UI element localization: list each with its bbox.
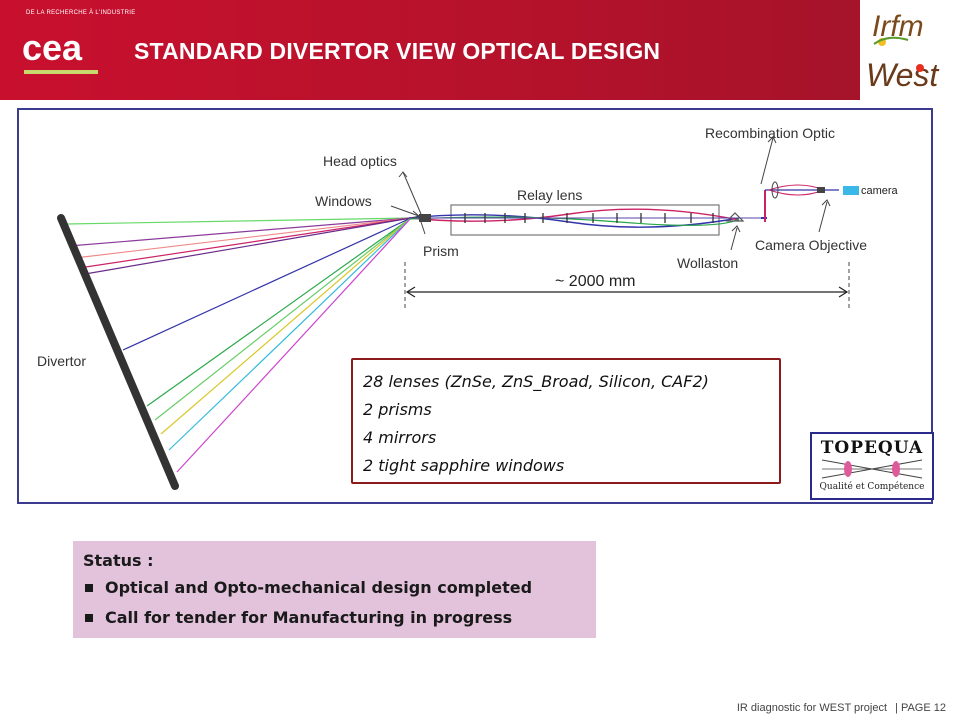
bullet-square-icon (85, 583, 93, 592)
dimension-arrow-left (405, 286, 416, 298)
dimension-arrow-right (838, 286, 849, 298)
camera-label: camera (861, 185, 899, 197)
logo-panel: Irfm West (860, 0, 960, 100)
components-line-prisms: 2 prisms (363, 400, 432, 419)
ray-line (168, 217, 412, 451)
page-title: STANDARD DIVERTOR VIEW OPTICAL DESIGN (134, 38, 661, 64)
cea-logo: cea (22, 27, 98, 74)
irfm-logo: Irfm (872, 10, 924, 46)
camera-sensor (843, 186, 859, 195)
ray-line (78, 217, 412, 269)
relay-lens-box (450, 204, 720, 236)
ray-line (154, 217, 412, 421)
label-prism: Prism (423, 243, 459, 259)
label-pointers (390, 136, 831, 251)
ray-line (84, 217, 412, 275)
recombination-optic-element (761, 181, 839, 222)
ray-line (68, 217, 412, 247)
bullet-square-icon (85, 613, 93, 622)
footer-project: IR diagnostic for WEST project (736, 702, 888, 714)
status-item-text: Call for tender for Manufacturing in pro… (105, 608, 513, 627)
ray-line (146, 217, 412, 407)
dimension-label: ~ 2000 mm (555, 273, 635, 290)
status-item-text: Optical and Opto-mechanical design compl… (105, 578, 533, 597)
ray-fan (66, 217, 412, 473)
label-relay-lens: Relay lens (517, 187, 582, 203)
ray-line (176, 217, 412, 473)
components-summary-box: 28 lenses (ZnSe, ZnS_Broad, Silicon, CAF… (351, 358, 781, 484)
footer-page: | PAGE 12 (895, 702, 946, 714)
head-optics-element (419, 214, 431, 222)
optical-axis (408, 208, 761, 228)
label-recombination-optic: Recombination Optic (705, 125, 835, 141)
label-divertor: Divertor (37, 353, 86, 369)
label-camera-objective: Camera Objective (755, 237, 867, 253)
footer: IR diagnostic for WEST project | PAGE 12 (737, 702, 946, 714)
wollaston-prism (725, 212, 745, 222)
optical-layout-diagram: camera Head optics Windows Prism Relay l… (37, 125, 899, 490)
status-box: Status : Optical and Opto-mechanical des… (73, 541, 596, 638)
components-line-mirrors: 4 mirrors (363, 428, 437, 447)
status-title: Status : (83, 551, 154, 570)
status-item: Optical and Opto-mechanical design compl… (83, 573, 586, 603)
label-windows: Windows (315, 193, 372, 209)
west-logo: West (866, 57, 939, 93)
svg-text:West: West (866, 57, 939, 93)
ray-line (160, 217, 412, 435)
label-wollaston: Wollaston (677, 255, 738, 271)
components-line-lenses: 28 lenses (ZnSe, ZnS_Broad, Silicon, CAF… (363, 372, 709, 391)
status-item: Call for tender for Manufacturing in pro… (83, 603, 586, 633)
lens-markers (464, 213, 714, 223)
topequa-logo: TOPEQUA Qualité et Compétence (810, 432, 934, 500)
ray-line (66, 217, 412, 225)
topequa-subtitle: Qualité et Compétence (819, 482, 925, 492)
topequa-title: TOPEQUA (820, 438, 924, 458)
svg-text:cea: cea (22, 27, 83, 68)
ray-line (122, 217, 412, 351)
cea-org-line: DE LA RECHERCHE À L'INDUSTRIE (26, 10, 136, 16)
ray-line (74, 217, 412, 259)
divertor-plate (57, 214, 179, 490)
label-head-optics: Head optics (323, 153, 397, 169)
header-bar: DE LA RECHERCHE À L'INDUSTRIE cea STANDA… (0, 0, 960, 100)
topequa-emblem (821, 459, 923, 479)
components-line-windows: 2 tight sapphire windows (363, 456, 565, 475)
